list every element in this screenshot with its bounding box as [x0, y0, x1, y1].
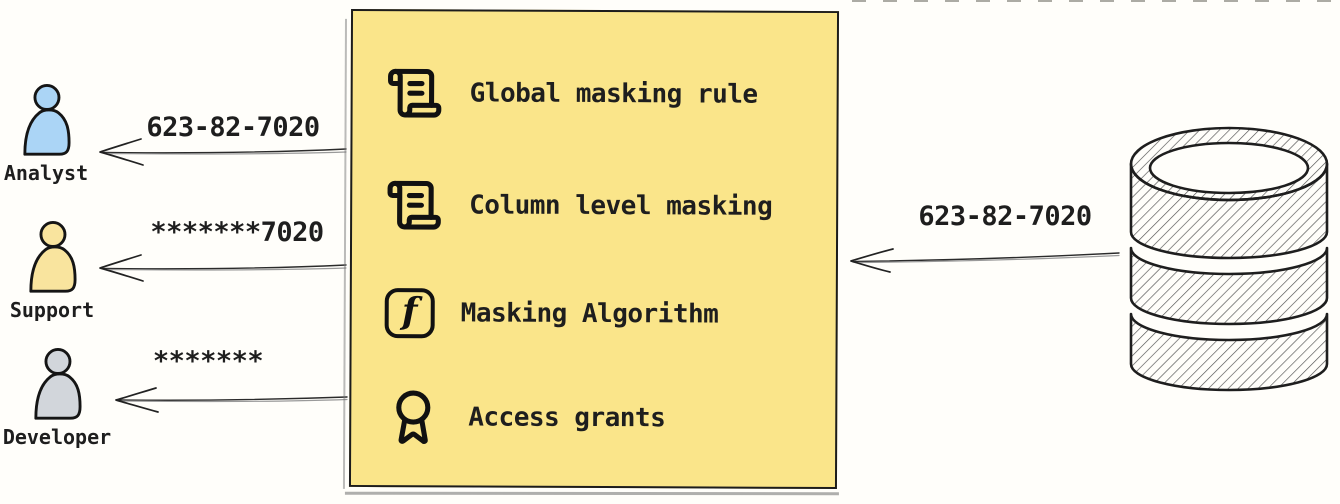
top-dashed-line: [852, 0, 1340, 2]
persona-support: Support: [0, 221, 107, 322]
box-item-access-grants: Access grants: [384, 385, 665, 450]
analyst-person-icon: [23, 84, 71, 156]
box-item-masking-algorithm: f Masking Algorithm: [384, 281, 719, 346]
masked-value-developer: *******: [152, 346, 264, 377]
database-value: 623-82-7020: [918, 201, 1092, 232]
persona-analyst: Analyst: [0, 84, 101, 185]
box-item-label: Column level masking: [469, 190, 773, 222]
box-item-label: Global masking rule: [469, 78, 758, 110]
masking-rules-box: Global masking rule Column level masking…: [348, 8, 840, 490]
masked-value-analyst: 623-82-7020: [146, 112, 320, 143]
arrow-to-developer: [115, 387, 348, 413]
function-icon: f: [384, 288, 435, 339]
support-label: Support: [9, 298, 95, 322]
developer-label: Developer: [2, 425, 112, 449]
award-icon: [396, 390, 431, 444]
database-icon: [1129, 126, 1329, 392]
arrow-database-to-box: [850, 248, 1120, 273]
support-person-icon: [29, 221, 77, 293]
box-item-label: Access grants: [468, 402, 666, 434]
persona-developer: Developer: [2, 348, 112, 449]
box-item-label: Masking Algorithm: [460, 298, 719, 330]
box-item-column-level-masking: Column level masking: [385, 173, 772, 239]
arrow-to-support: [99, 254, 347, 282]
masked-value-support: *******7020: [150, 217, 324, 248]
function-glyph: f: [401, 290, 418, 333]
arrow-to-analyst: [99, 138, 347, 166]
analyst-label: Analyst: [3, 161, 89, 185]
scroll-text-icon: [388, 68, 442, 118]
box-item-global-masking-rule: Global masking rule: [386, 61, 758, 127]
scroll-text-icon: [387, 180, 441, 230]
developer-person-icon: [34, 348, 82, 420]
